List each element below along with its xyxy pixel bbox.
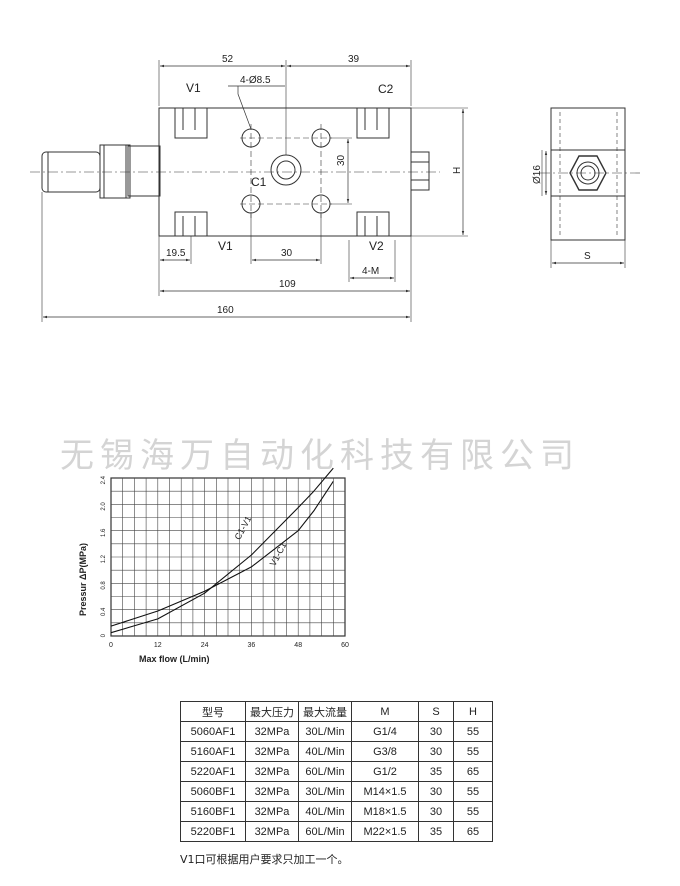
col-max-flow: 最大流量 (298, 701, 352, 722)
side-view-body (550, 107, 626, 241)
table-cell: M18×1.5 (351, 801, 419, 822)
col-model: 型号 (180, 701, 246, 722)
port-label-v1-top: V1 (186, 81, 201, 95)
table-cell: 32MPa (245, 741, 299, 762)
y-tick-label: 1.6 (101, 528, 107, 537)
table-cell: 30 (418, 781, 454, 802)
table-cell: 30L/Min (298, 721, 352, 742)
table-cell: 65 (453, 761, 493, 782)
table-note: V1口可根据用户要求只加工一个。 (180, 853, 349, 866)
y-axis-label: Pressur ΔP(MPa) (78, 543, 88, 616)
x-tick-label: 12 (154, 642, 162, 649)
valve-drawing: 52 39 4-Ø8.5 V1 C2 C1 30 H V1 V2 19.5 30… (30, 54, 640, 322)
x-tick-label: 60 (341, 642, 349, 649)
y-tick-label: 1.2 (101, 554, 107, 563)
table-cell: 40L/Min (298, 801, 352, 822)
x-tick-label: 0 (109, 642, 113, 649)
port-label-c1: C1 (251, 175, 267, 189)
table-cell: 40L/Min (298, 741, 352, 762)
shaft-flange (127, 145, 161, 197)
col-m: M (351, 701, 419, 722)
table-cell: 65 (453, 821, 493, 842)
table-cell: M22×1.5 (351, 821, 419, 842)
table-cell: 55 (453, 801, 493, 822)
table-cell: 32MPa (245, 721, 299, 742)
table-cell: 5060AF1 (180, 721, 246, 742)
table-cell: 32MPa (245, 761, 299, 782)
port-label-v2: V2 (369, 239, 384, 253)
y-tick-label: 2.0 (101, 502, 107, 511)
table-cell: 30 (418, 721, 454, 742)
series-line-c1-v1 (110, 467, 334, 634)
chart-grid (110, 477, 346, 637)
dim-hole-spec: 4-Ø8.5 (240, 75, 271, 86)
dim-height-h: H (452, 167, 463, 174)
table-cell: 55 (453, 781, 493, 802)
table-cell: G1/4 (351, 721, 419, 742)
adjust-stem (41, 151, 101, 193)
port-label-c2: C2 (378, 82, 394, 96)
x-tick-label: 24 (201, 642, 209, 649)
y-tick-label: 0 (101, 633, 107, 637)
table-cell: 55 (453, 721, 493, 742)
table-cell: 5220BF1 (180, 821, 246, 842)
dim-bottom-middle: 30 (281, 248, 293, 259)
col-max-pressure: 最大压力 (245, 701, 299, 722)
table-cell: 30 (418, 741, 454, 762)
dim-overall-total: 160 (217, 305, 234, 316)
hex-nut-icon (569, 155, 607, 191)
port-plug (410, 151, 430, 191)
pressure-flow-chart: 0 12 24 36 48 60 0 0.4 0.8 1.2 1.6 2.0 2.4 C1-V1V1-C… (78, 467, 349, 664)
chart-ticks: 0 12 24 36 48 60 0 0.4 0.8 1.2 1.6 2.0 2.4 (101, 475, 349, 649)
dim-thread: 4-M (362, 266, 379, 277)
port-label-v1-bottom: V1 (218, 239, 233, 253)
table-cell: 32MPa (245, 821, 299, 842)
table-cell: 5160BF1 (180, 801, 246, 822)
dim-bottom-left: 19.5 (166, 248, 186, 259)
y-tick-label: 0.8 (101, 581, 107, 590)
table-cell: 5160AF1 (180, 741, 246, 762)
watermark-company: 无锡海万自动化科技有限公司 (60, 436, 580, 476)
x-axis-label: Max flow (L/min) (139, 654, 210, 664)
y-tick-label: 0.4 (101, 607, 107, 616)
chart-series (110, 467, 334, 634)
y-tick-label: 2.4 (101, 475, 107, 484)
dim-height-30: 30 (336, 154, 347, 166)
table-cell: 35 (418, 761, 454, 782)
series-label-c1-v1: C1-V1 (233, 514, 254, 541)
table-cell: 30 (418, 801, 454, 822)
table-cell: 35 (418, 821, 454, 842)
table-cell: 32MPa (245, 801, 299, 822)
col-s: S (418, 701, 454, 722)
table-cell: G3/8 (351, 741, 419, 762)
series-label-v1-c1: V1-C1 (268, 541, 289, 568)
table-cell: 5220AF1 (180, 761, 246, 782)
table-cell: M14×1.5 (351, 781, 419, 802)
table-header-row: 型号 最大压力 最大流量 M S H (180, 701, 493, 722)
dim-side-width: S (584, 251, 591, 262)
x-tick-label: 48 (294, 642, 302, 649)
table-cell: 60L/Min (298, 761, 352, 782)
table-cell: 5060BF1 (180, 781, 246, 802)
table-cell: 32MPa (245, 781, 299, 802)
dim-top-right: 39 (348, 54, 360, 65)
dim-overall-body: 109 (279, 279, 296, 290)
dim-side-dia: Ø16 (532, 165, 543, 184)
col-h: H (453, 701, 493, 722)
series-line-v1-c1 (110, 480, 334, 627)
table-cell: 30L/Min (298, 781, 352, 802)
table-cell: 60L/Min (298, 821, 352, 842)
x-tick-label: 36 (248, 642, 256, 649)
table-cell: 55 (453, 741, 493, 762)
dim-top-left: 52 (222, 54, 234, 65)
table-cell: G1/2 (351, 761, 419, 782)
